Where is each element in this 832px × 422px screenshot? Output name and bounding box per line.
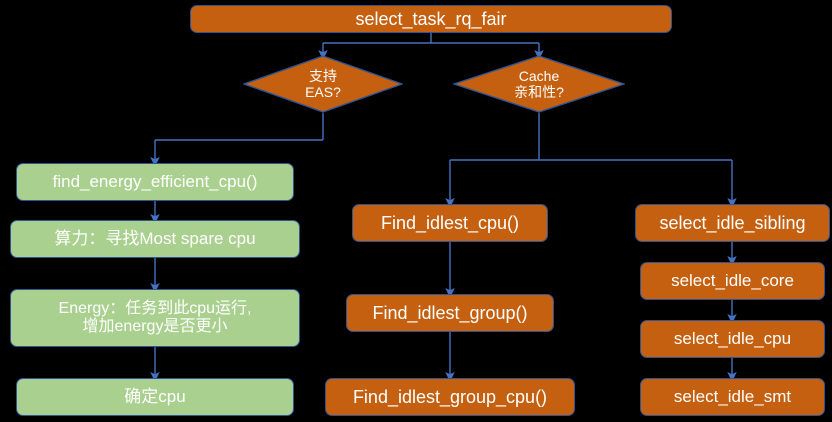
node-find-idlest-group[interactable]: Find_idlest_group() (346, 294, 554, 332)
node-label: select_idle_core (671, 271, 794, 291)
node-label: select_task_rq_fair (355, 8, 507, 29)
node-select-task-rq-fair[interactable]: select_task_rq_fair (190, 5, 672, 33)
node-queding-cpu[interactable]: 确定cpu (16, 378, 294, 416)
node-label: Find_idlest_group_cpu() (352, 386, 548, 407)
decision-cache-affinity[interactable]: Cache 亲和性? (453, 55, 625, 113)
node-label: select_idle_sibling (659, 212, 806, 233)
node-label: find_energy_efficient_cpu() (52, 172, 258, 192)
node-suanli-most-spare-cpu[interactable]: 算力：寻找Most spare cpu (10, 220, 300, 258)
node-label: select_idle_cpu (673, 329, 792, 349)
node-select-idle-smt[interactable]: select_idle_smt (640, 378, 825, 416)
node-label: select_idle_smt (673, 387, 792, 407)
node-find-idlest-group-cpu[interactable]: Find_idlest_group_cpu() (325, 378, 575, 416)
node-energy-check[interactable]: Energy：任务到此cpu运行, 增加energy是否更小 (10, 289, 300, 347)
node-select-idle-sibling[interactable]: select_idle_sibling (635, 204, 830, 242)
diamond-shape (243, 55, 403, 113)
node-select-idle-cpu[interactable]: select_idle_cpu (640, 320, 825, 358)
decision-support-eas[interactable]: 支持 EAS? (243, 55, 403, 113)
node-label: Find_idlest_group() (372, 302, 528, 323)
node-select-idle-core[interactable]: select_idle_core (640, 262, 825, 300)
node-label-line2: 增加energy是否更小 (82, 318, 228, 335)
diamond-shape (453, 55, 625, 113)
node-label: Find_idlest_cpu() (380, 212, 520, 233)
node-find-idlest-cpu[interactable]: Find_idlest_cpu() (352, 204, 548, 242)
node-find-energy-efficient-cpu[interactable]: find_energy_efficient_cpu() (16, 163, 294, 201)
node-label-line1: Energy：任务到此cpu运行, (58, 299, 252, 317)
node-label: 算力：寻找Most spare cpu (54, 229, 256, 249)
node-label: 确定cpu (124, 387, 186, 407)
